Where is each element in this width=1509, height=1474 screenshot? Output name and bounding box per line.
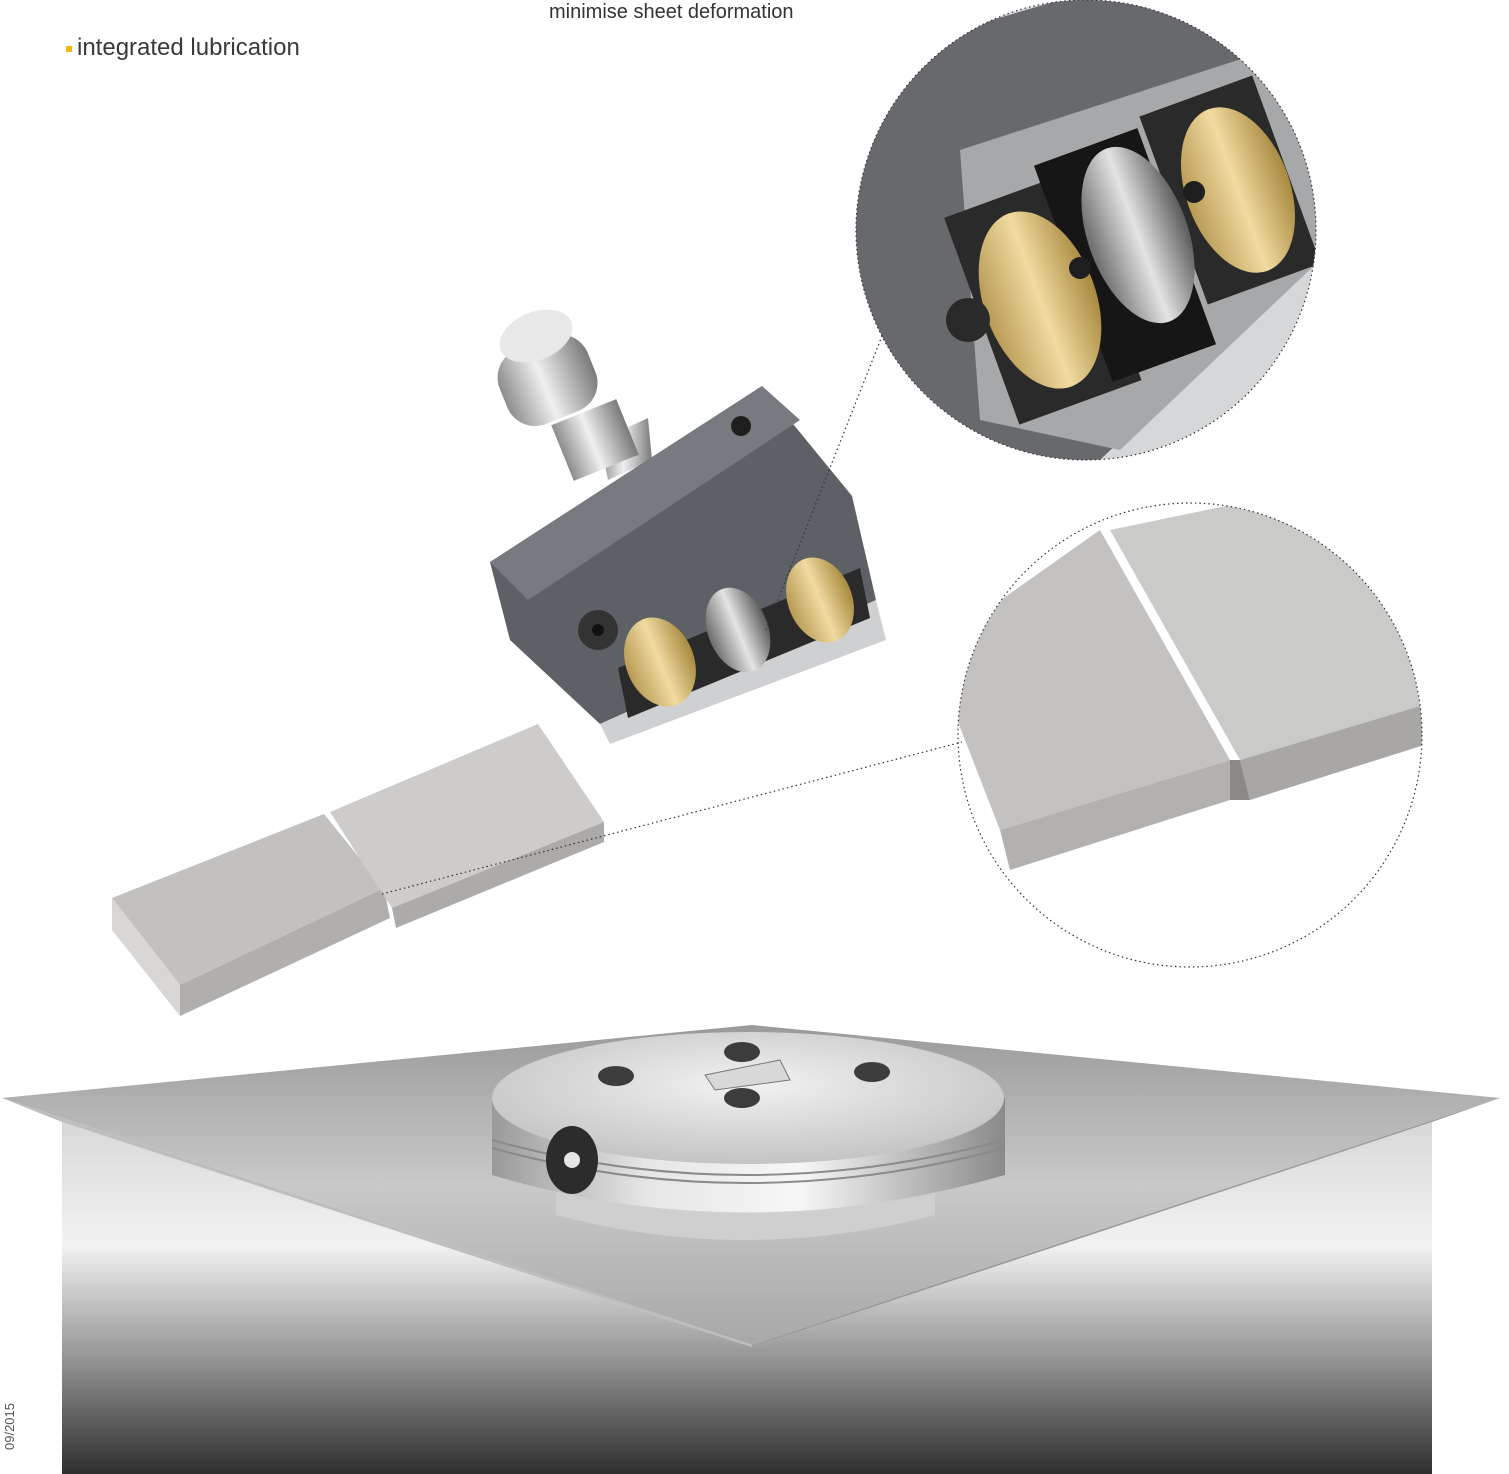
square-bullet-icon xyxy=(66,46,72,52)
zoom-leader-lines xyxy=(381,335,963,895)
zoom-detail-flange xyxy=(957,502,1423,968)
roller-forming-tool xyxy=(490,309,886,744)
forming-die-puck xyxy=(491,1032,1006,1240)
feature-text: integrated lubrication xyxy=(77,34,300,61)
feature-bullet-row: integrated lubrication xyxy=(66,34,300,62)
zoom-detail-rollers xyxy=(855,0,1317,461)
caption-minimise-sheet-deformation: minimise sheet deformation xyxy=(549,1,794,23)
bent-strip-sample xyxy=(112,724,604,1016)
